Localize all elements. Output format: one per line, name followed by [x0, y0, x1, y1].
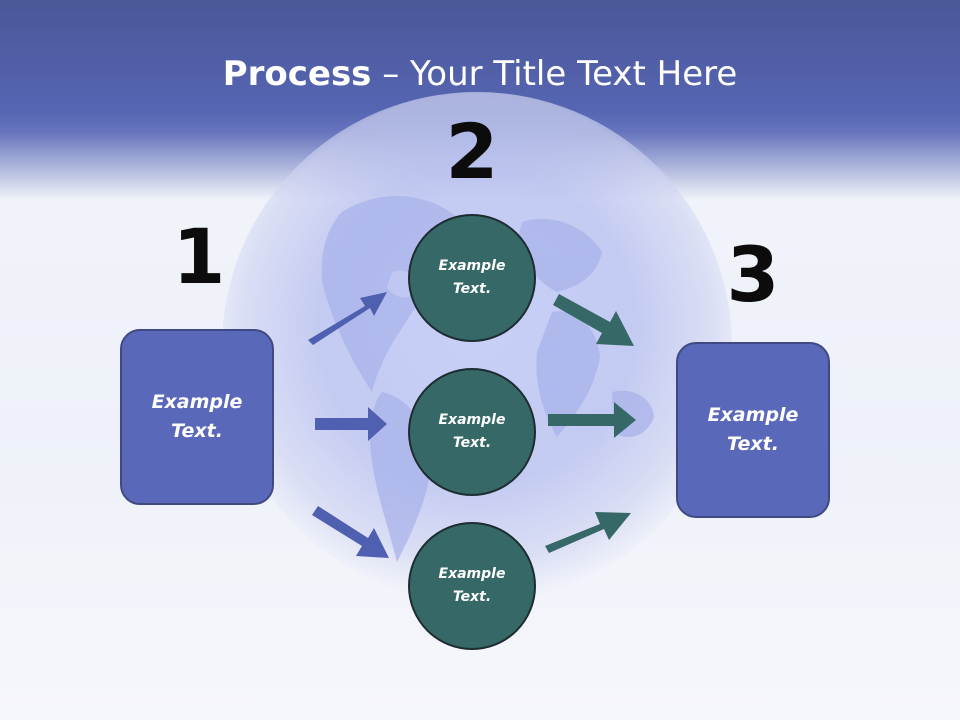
world-map-icon — [321, 195, 654, 562]
step-2-circle-bottom-label: Example Text. — [438, 566, 506, 605]
step-3-label: Example Text. — [707, 404, 799, 455]
step-1-box: Example Text. — [120, 329, 274, 505]
step-2-circle-bottom: Example Text. — [408, 522, 536, 650]
globe-background-image — [222, 92, 732, 602]
arrow-2-middle-to-3 — [548, 402, 636, 438]
step-2-circle-top: Example Text. — [408, 214, 536, 342]
step-2-circle-middle: Example Text. — [408, 368, 536, 496]
step-3-number: 3 — [726, 230, 780, 319]
step-3-box: Example Text. — [676, 342, 830, 518]
step-1-number: 1 — [172, 212, 226, 301]
slide-title: Process – Your Title Text Here — [0, 52, 960, 96]
arrow-2-top-to-3 — [553, 294, 634, 346]
step-1-label: Example Text. — [151, 391, 243, 442]
step-2-circle-top-label: Example Text. — [438, 258, 506, 297]
step-2-circle-middle-label: Example Text. — [438, 412, 506, 451]
title-bold-part: Process — [222, 54, 372, 94]
arrow-1-to-2-middle — [315, 407, 387, 441]
arrow-1-to-2-bottom — [312, 506, 389, 558]
step-2-number: 2 — [445, 107, 499, 196]
arrow-2-bottom-to-3 — [545, 512, 631, 553]
arrow-1-to-2-top — [308, 292, 387, 345]
title-rest-part: – Your Title Text Here — [371, 54, 738, 94]
